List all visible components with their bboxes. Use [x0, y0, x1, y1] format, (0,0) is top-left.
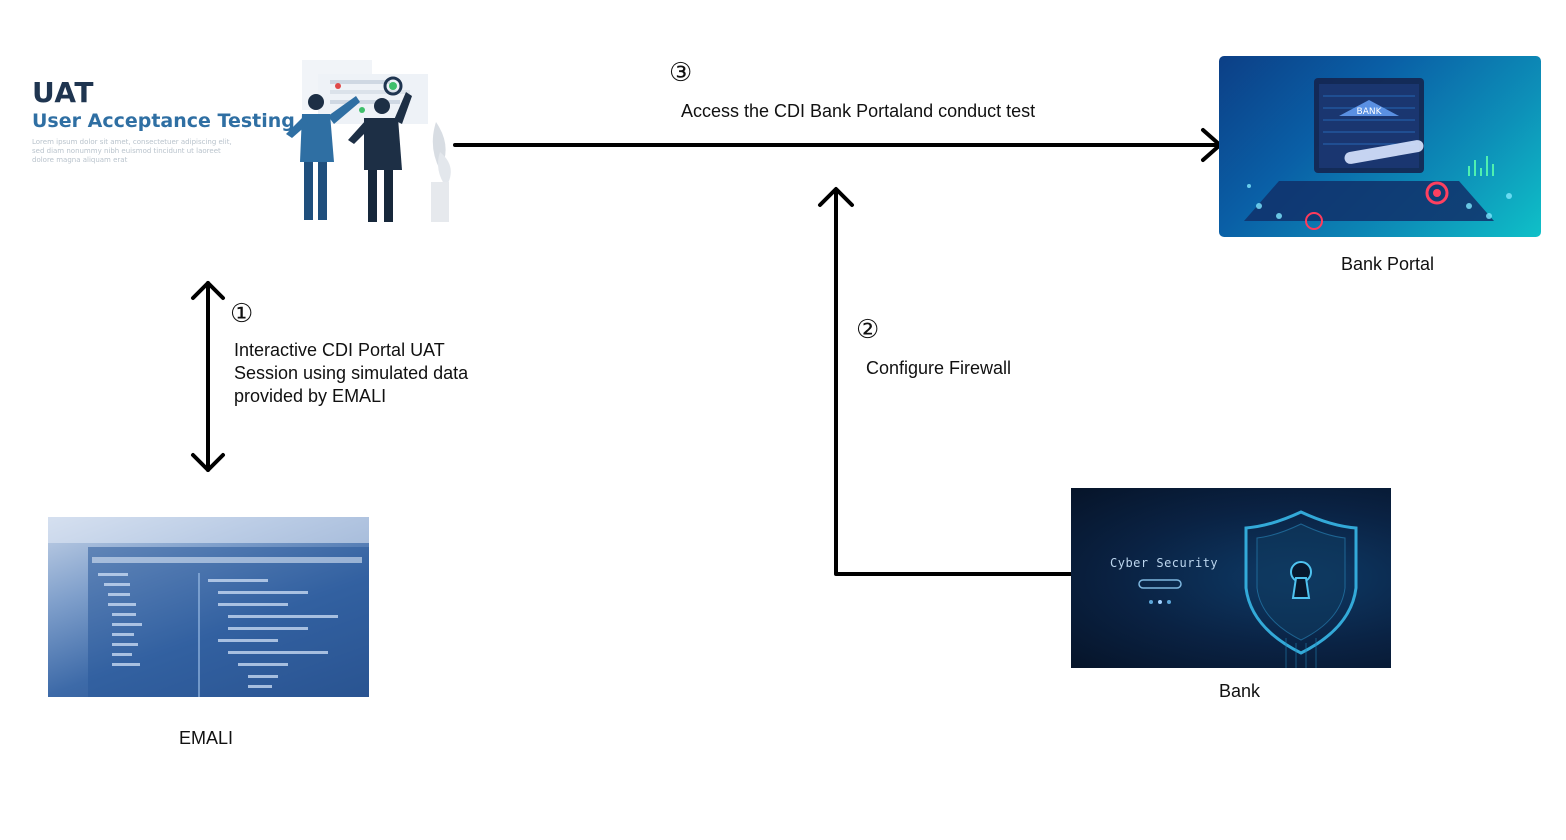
emali-label: EMALI: [179, 728, 234, 748]
step-1-number: ①: [230, 299, 254, 329]
bank-portal-label: Bank Portal: [1341, 254, 1435, 274]
bank-label: Bank: [1219, 681, 1261, 701]
emali-image: [48, 517, 369, 697]
arrow-uat-emali-head-bottom: [191, 453, 225, 472]
bank-portal-image: BANK: [1219, 56, 1541, 237]
bank-image: Cyber Security: [1071, 488, 1391, 668]
uat-title: User Acceptance Testing: [32, 110, 295, 132]
arrow-uat-emali-head-top: [191, 281, 225, 300]
step-3-number: ③: [669, 58, 693, 88]
bank-image-text: Cyber Security: [1110, 556, 1219, 570]
arrow-bank-to-line: [834, 188, 1073, 576]
bank-portal-illustration: BANK: [1244, 78, 1512, 230]
arrow-bank-to-line-head: [818, 187, 854, 207]
step-2-number: ②: [856, 315, 880, 345]
step-3-label: Access the CDI Bank Portaland conduct te…: [681, 101, 1036, 121]
step-2-label: Configure Firewall: [866, 358, 1012, 378]
emali-illustration: [48, 517, 369, 697]
uat-acronym: UAT: [32, 76, 94, 109]
uat-illustration: [286, 60, 451, 222]
step-1-label: Interactive CDI Portal UAT Session using…: [234, 340, 469, 406]
bank-portal-image-text: BANK: [1357, 107, 1383, 117]
bank-illustration: [1138, 510, 1358, 668]
uat-lorem-text: Lorem ipsum dolor sit amet, consectetuer…: [32, 138, 232, 164]
uat-banner: UAT User Acceptance Testing Lorem ipsum …: [28, 52, 458, 227]
